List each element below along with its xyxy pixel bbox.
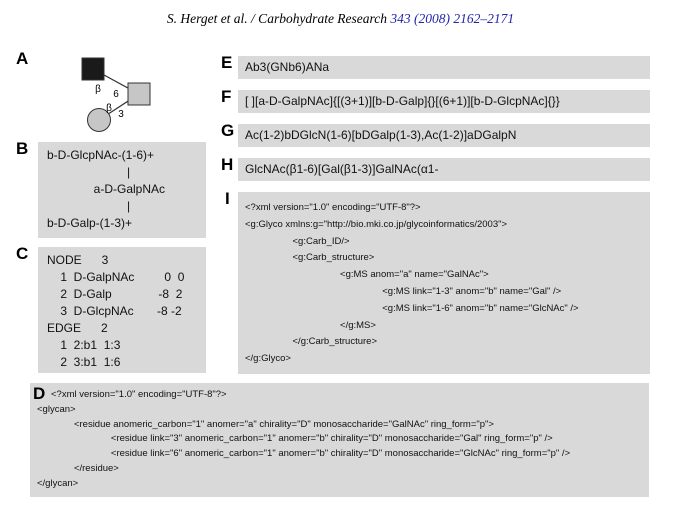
panel-label-h: H (221, 155, 234, 174)
iupac-condensed-panel: GlcNAc(β1-6)[Gal(β1-3)]GalNAc(α1- (238, 158, 650, 181)
linkage-position-label-3: 3 (118, 109, 124, 120)
panel-label-c: C (16, 244, 29, 263)
iupac-2d-text-panel: b-D-GlcpNAc-(1-6)+ | a-D-GalpNAc | b-D-G… (38, 142, 206, 238)
glcnac-filled-square-icon (81, 57, 105, 81)
linucs-panel: [ ][a-D-GalpNAc]{[(3+1)][b-D-Galp]{}[(6+… (238, 90, 650, 113)
panel-label-a: A (16, 49, 29, 68)
kcf-node-edge-panel: NODE 3 1 D-GalpNAc 0 0 2 D-Galp -8 2 3 D… (38, 247, 206, 373)
galnac-gray-square-icon (127, 82, 151, 106)
panel-label-b: B (16, 139, 29, 158)
panel-label-d: D (33, 384, 46, 403)
panel-label-i: I (225, 189, 230, 208)
anomer-label-beta-2: β (106, 103, 112, 114)
linkage-position-label-6: 6 (113, 89, 119, 100)
running-head: S. Herget et al. / Carbohydrate Research… (0, 11, 681, 27)
glycan-xml-panel: <?xml version="1.0" encoding="UTF-8"?> <… (30, 383, 649, 497)
anomer-label-beta-1: β (95, 84, 101, 95)
panel-label-e: E (221, 53, 233, 72)
glycan-symbol-diagram: β 6 β 3 (81, 57, 151, 132)
panel-label-f: F (221, 87, 232, 106)
citation-text: S. Herget et al. / Carbohydrate Research (166, 11, 391, 26)
citation-volume-pages-link[interactable]: 343 (2008) 2162–2171 (390, 11, 515, 26)
panel-label-g: G (221, 121, 235, 140)
linearcode-panel: Ab3(GNb6)ANa (238, 56, 650, 79)
condensed-notation-panel: Ac(1-2)bDGlcN(1-6)[bDGalp(1-3),Ac(1-2)]a… (238, 124, 650, 147)
gal-gray-circle-icon (87, 108, 111, 132)
glyco-xml-panel: <?xml version="1.0" encoding="UTF-8"?> <… (238, 192, 650, 374)
